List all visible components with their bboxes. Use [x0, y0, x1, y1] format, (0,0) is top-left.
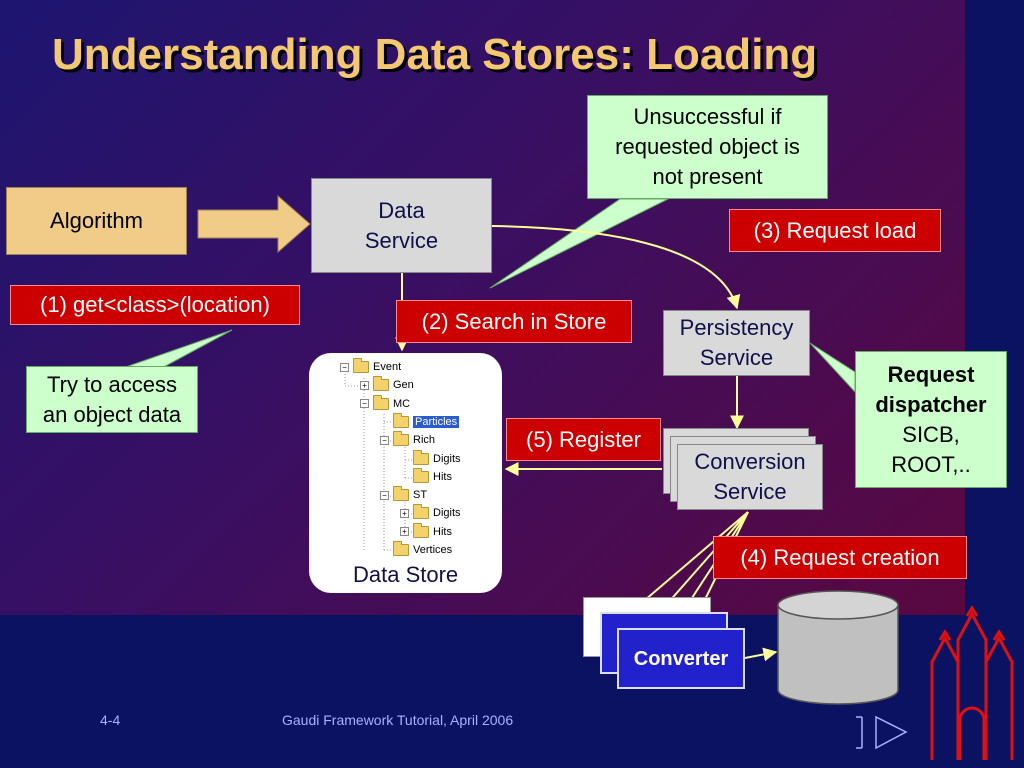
- tree-item[interactable]: Vertices: [380, 541, 453, 556]
- callout-try-access-line1: Try to access: [47, 371, 177, 397]
- callout-unsuccessful-line1: Unsuccessful if: [633, 104, 782, 129]
- persistency-service-box: Persistency Service: [663, 310, 810, 376]
- cathedral-logo: [930, 605, 1014, 760]
- collapse-icon[interactable]: −: [360, 399, 369, 409]
- step-3-label: (3) Request load: [753, 217, 917, 243]
- tree-item[interactable]: + Gen: [360, 376, 414, 392]
- callout-unsuccessful: Unsuccessful if requested object is not …: [587, 95, 828, 199]
- step-3-box: (3) Request load: [729, 209, 941, 252]
- callout-tail-unsuccessful: [489, 198, 669, 289]
- collapse-icon[interactable]: −: [340, 362, 349, 372]
- algorithm-box: Algorithm: [6, 187, 187, 255]
- tree-item[interactable]: Particles: [380, 412, 460, 428]
- tree-item-label: Digits: [433, 507, 461, 520]
- expand-icon[interactable]: +: [400, 508, 409, 518]
- tree-item-label: Particles: [413, 415, 460, 428]
- folder-icon: [393, 486, 409, 502]
- folder-icon: [413, 522, 429, 538]
- dispatcher-line4: ROOT,..: [891, 451, 971, 477]
- folder-icon: [373, 376, 389, 392]
- tree-item-label: MC: [393, 397, 411, 410]
- tree-item[interactable]: − Rich: [380, 431, 436, 447]
- callout-tail-dispatcher: [809, 342, 856, 394]
- tree-item[interactable]: − MC: [360, 394, 411, 410]
- tree-item-label: Event: [373, 361, 402, 373]
- tree-item-label: ST: [413, 489, 428, 502]
- callout-unsuccessful-line2: requested object is: [615, 134, 800, 159]
- algorithm-label: Algorithm: [50, 208, 143, 233]
- data-service-label-line1: Data: [378, 197, 425, 223]
- folder-icon: [393, 541, 409, 556]
- step-1-label: (1) get<class>(location): [40, 292, 270, 317]
- slide-title: Understanding Data Stores: Loading: [52, 30, 818, 79]
- tree-item[interactable]: Digits: [400, 449, 461, 465]
- converter-box: Converter: [617, 628, 745, 689]
- fan-line: [644, 511, 749, 601]
- collapse-icon[interactable]: −: [380, 435, 389, 445]
- tree-item[interactable]: − Event: [340, 358, 402, 373]
- arrow-request-load: [491, 225, 741, 310]
- callout-tail-try-access: [119, 329, 233, 370]
- tree-item-label: Hits: [433, 525, 452, 538]
- fan-line: [659, 511, 749, 613]
- conversion-label-line2: Service: [713, 479, 787, 504]
- persistency-label-line1: Persistency: [679, 315, 794, 340]
- dispatcher-line3: SICB,: [902, 421, 960, 447]
- callout-try-access-line2: an object data: [42, 401, 182, 427]
- folder-icon: [413, 467, 429, 483]
- converter-label: Converter: [633, 647, 729, 670]
- callout-unsuccessful-line3: not present: [652, 164, 763, 189]
- arrow-converter-db: [744, 647, 778, 662]
- folder-icon: [413, 504, 429, 520]
- folder-icon: [373, 394, 389, 410]
- tree-item-label: Vertices: [413, 544, 453, 556]
- folder-icon: [353, 358, 369, 373]
- expand-icon[interactable]: +: [400, 527, 409, 537]
- data-service-label-line2: Service: [364, 227, 439, 253]
- nav-buttons: [856, 715, 908, 750]
- tree-item[interactable]: + Hits: [400, 522, 452, 538]
- collapse-icon[interactable]: −: [380, 490, 389, 500]
- conversion-service-box: Conversion Service: [677, 444, 823, 510]
- tree-item[interactable]: Hits: [400, 467, 452, 483]
- callout-request-dispatcher: Request dispatcher SICB, ROOT,..: [855, 351, 1007, 488]
- tree-item-label: Digits: [433, 452, 461, 465]
- step-1-box: (1) get<class>(location): [10, 285, 300, 325]
- dispatcher-bold-line1: Request: [887, 361, 975, 387]
- callout-try-access: Try to access an object data: [26, 366, 198, 433]
- step-5-label: (5) Register: [526, 426, 641, 452]
- step-5-box: (5) Register: [506, 418, 661, 461]
- folder-icon: [413, 449, 429, 465]
- step-2-box: (2) Search in Store: [396, 300, 632, 343]
- folder-icon: [393, 412, 409, 428]
- data-store-label: Data Store: [353, 562, 459, 587]
- conversion-label-line1: Conversion: [694, 449, 806, 474]
- footer-text: Gaudi Framework Tutorial, April 2006: [282, 712, 514, 728]
- tree-item[interactable]: + Digits: [400, 504, 461, 520]
- database-cylinder: [777, 590, 899, 705]
- tree-item[interactable]: − ST: [380, 486, 428, 502]
- dispatcher-bold-line2: dispatcher: [875, 391, 987, 417]
- tree-item-label: Hits: [433, 470, 452, 483]
- block-arrow: [197, 194, 311, 254]
- data-service-box: Data Service: [311, 178, 492, 273]
- step-4-label: (4) Request creation: [740, 544, 940, 570]
- footer-page-number: 4-4: [100, 712, 121, 728]
- expand-icon[interactable]: +: [360, 380, 369, 390]
- folder-icon: [393, 431, 409, 447]
- step-4-box: (4) Request creation: [713, 536, 967, 579]
- step-2-label: (2) Search in Store: [421, 308, 607, 334]
- tree-item-label: Rich: [413, 434, 436, 447]
- tree-item-label: Gen: [393, 379, 414, 392]
- persistency-label-line2: Service: [699, 345, 774, 370]
